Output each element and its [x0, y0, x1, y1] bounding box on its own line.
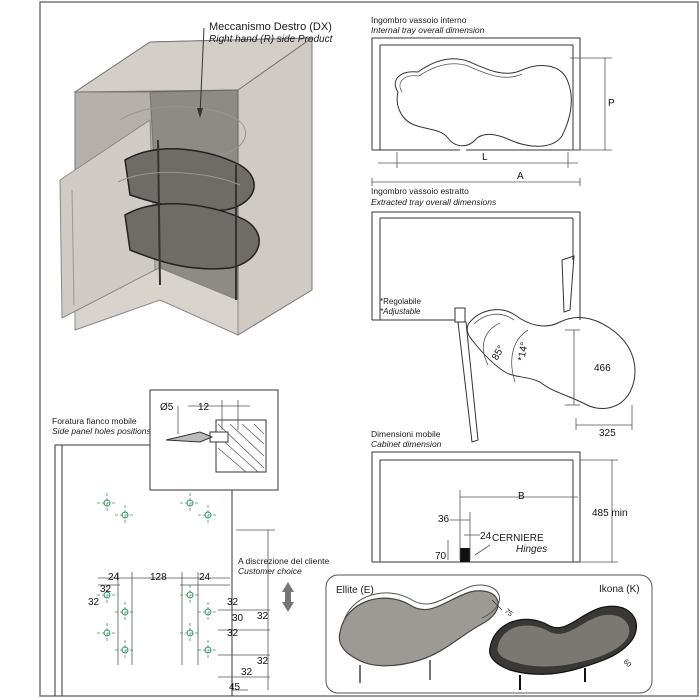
internal-label-l: L	[482, 152, 488, 163]
ikona-tray	[489, 605, 638, 690]
hinges-label-en: Hinges	[516, 544, 547, 555]
customer-choice-en: Customer choice	[238, 566, 302, 576]
dim-32-c: 32	[227, 597, 239, 608]
cabinet-subtitle: Cabinet dimension	[371, 439, 442, 449]
dim-70: 70	[435, 551, 447, 562]
detail-12: 12	[198, 402, 210, 413]
dim-32-f: 32	[257, 656, 269, 667]
ikona-dim: 60	[622, 658, 633, 669]
dim-325: 325	[599, 428, 616, 439]
detail-diameter: Ø5	[160, 402, 174, 413]
extracted-title: Ingombro vassoio estratto	[371, 186, 469, 196]
sheet-border	[39, 1, 699, 697]
double-arrow-icon	[282, 582, 294, 612]
dim-45: 45	[229, 682, 241, 693]
hole-markers	[97, 493, 218, 660]
cabinet-dim-drawing	[371, 451, 618, 563]
internal-label-p: P	[608, 98, 615, 109]
extracted-note-en: *Adjustable	[380, 307, 421, 316]
dim-128: 128	[150, 572, 167, 583]
product-subtitle: Right hand (R) side Product	[209, 34, 334, 45]
dim-32-b: 32	[88, 597, 100, 608]
dim-32-g: 32	[241, 667, 253, 678]
dim-36: 36	[438, 514, 450, 525]
hole-detail-box	[149, 389, 279, 491]
hole-dim-lines	[98, 529, 275, 691]
holes-subtitle: Side panel holes positions	[52, 426, 152, 436]
ellite-tray	[338, 584, 503, 683]
internal-label-a: A	[517, 171, 524, 182]
cabinet-label-b: B	[518, 491, 525, 502]
cabinet-3d-illustration	[59, 27, 314, 336]
dim-466: 466	[594, 363, 611, 374]
dim-24-cab: 24	[480, 531, 492, 542]
extracted-tray-drawing	[371, 211, 636, 443]
dim-32-d: 32	[227, 628, 239, 639]
internal-tray-drawing	[371, 37, 612, 186]
dim-24-right: 24	[199, 572, 211, 583]
internal-subtitle: Internal tray overall dimension	[371, 25, 485, 35]
extracted-subtitle: Extracted tray overall dimensions	[371, 197, 497, 207]
angle-85: 85°	[490, 344, 507, 363]
ikona-label: Ikona (K)	[599, 584, 640, 595]
cabinet-title: Dimensioni mobile	[371, 429, 441, 439]
internal-title: Ingombro vassoio interno	[371, 15, 467, 25]
holes-title: Foratura fianco mobile	[52, 416, 137, 426]
dim-24-left: 24	[108, 572, 120, 583]
dim-30: 30	[232, 613, 244, 624]
dim-32-a: 32	[100, 584, 112, 595]
dim-32-e: 32	[257, 611, 269, 622]
angle-14: *14°	[516, 341, 530, 362]
product-title: Meccanismo Destro (DX)	[209, 21, 332, 33]
dim-485: 485 min	[592, 508, 628, 519]
customer-choice: A discrezione del cliente	[238, 556, 329, 566]
hinges-label: CERNIERE	[492, 533, 544, 544]
ellite-dim: 75	[503, 608, 514, 618]
extracted-note: *Regolabile	[380, 297, 421, 306]
ellite-label: Ellite (E)	[336, 585, 374, 596]
